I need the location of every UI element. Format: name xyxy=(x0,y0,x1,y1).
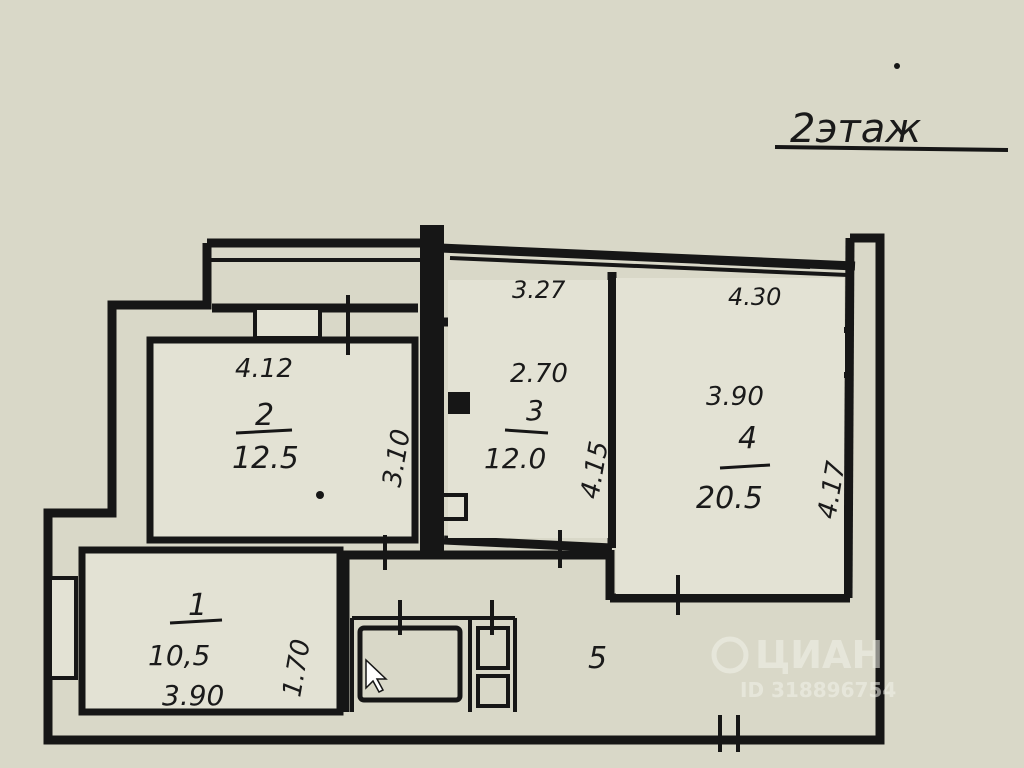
ink-dot xyxy=(894,63,900,69)
cian-logo-icon xyxy=(711,636,749,674)
room-2-area: 12.5 xyxy=(232,441,299,476)
room-3-floor xyxy=(448,280,608,538)
watermark-brand: ЦИАН xyxy=(755,633,883,677)
room-1-area: 10,5 xyxy=(148,639,210,672)
room-5-number: 5 xyxy=(588,641,607,676)
window-room-2 xyxy=(253,306,322,340)
floor-label-underline xyxy=(774,145,1009,152)
ink-dot xyxy=(316,491,324,499)
room-2-width: 4.12 xyxy=(235,354,293,384)
room-2-number: 2 xyxy=(255,398,274,433)
room-1-number: 1 xyxy=(188,588,207,623)
room-3-number: 3 xyxy=(526,394,544,427)
room-1-width: 3.90 xyxy=(162,679,224,712)
washbasin-icon xyxy=(476,674,510,708)
room-3-area: 12.0 xyxy=(484,442,546,475)
balcony-left-width: 3.27 xyxy=(512,276,566,304)
room-3-width: 2.70 xyxy=(510,359,568,389)
room-4-number: 4 xyxy=(738,421,757,456)
outer-walls xyxy=(43,233,885,745)
balcony-right-width: 4.30 xyxy=(728,283,781,311)
window-room-4 xyxy=(699,260,811,269)
floor-label: 2этаж xyxy=(790,106,921,152)
bathtub-icon xyxy=(357,625,463,703)
door-marks xyxy=(346,295,740,752)
mouse-cursor-icon xyxy=(365,658,388,693)
room-2-outline xyxy=(146,336,419,544)
room-4-width: 3.90 xyxy=(706,382,764,412)
watermark-id: ID 318896754 xyxy=(740,678,896,702)
room-1-outline xyxy=(78,546,344,716)
sink-icon xyxy=(438,493,468,521)
watermark: ЦИАН ID 318896754 xyxy=(711,633,896,702)
stove-icon xyxy=(448,392,470,414)
room-4-area: 20.5 xyxy=(696,481,763,516)
window-room-1 xyxy=(48,576,78,680)
room-4-floor xyxy=(616,278,844,594)
windows xyxy=(48,260,811,680)
